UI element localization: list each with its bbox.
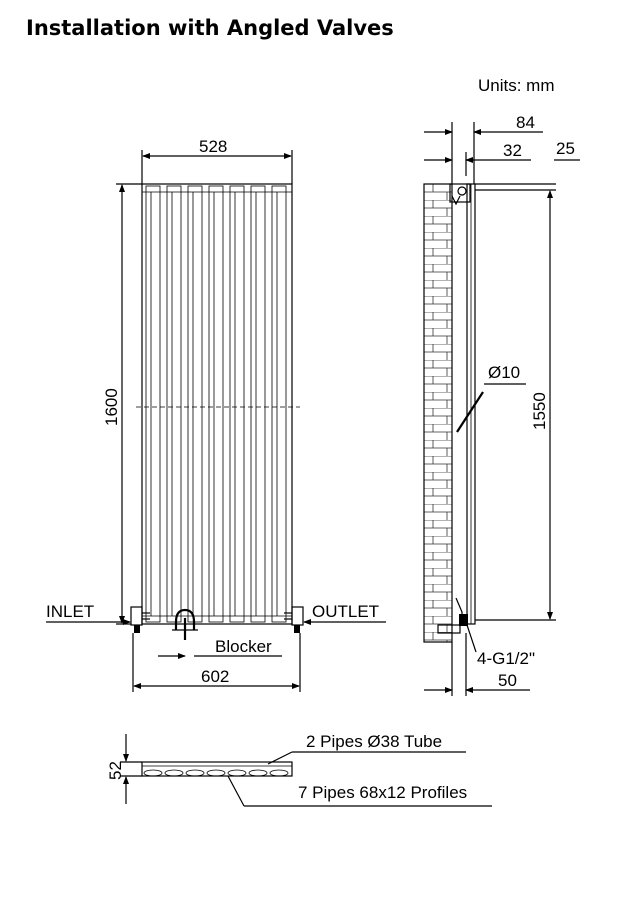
brick-wall <box>423 183 453 643</box>
dim-depth-total: 84 <box>516 113 535 132</box>
outlet-valve <box>284 606 304 633</box>
radiator-front-outline <box>141 183 293 625</box>
profile-label: 7 Pipes 68x12 Profiles <box>298 783 467 802</box>
drawing-title: Installation with Angled Valves <box>26 16 394 40</box>
section-outline <box>141 761 293 777</box>
side-view: 84 32 25 1550 Ø10 4-G1/2" 50 <box>423 113 580 696</box>
dim-width-top: 528 <box>199 137 227 156</box>
connection-label: 4-G1/2" <box>477 649 535 668</box>
rod-label: Ø10 <box>488 363 520 382</box>
units-label: Units: mm <box>478 76 555 95</box>
dim-depth-inner: 32 <box>503 141 522 160</box>
blocker-label: Blocker <box>215 637 272 656</box>
blocker <box>158 608 198 659</box>
dim-section-depth: 52 <box>106 761 125 780</box>
front-profiles <box>145 185 287 623</box>
dim-width-bottom: 602 <box>201 667 229 686</box>
section-view: 52 2 Pipes Ø38 Tube 7 Pipes 68x12 Profil… <box>106 732 492 807</box>
dim-centers: 1550 <box>530 392 549 430</box>
inlet-label: INLET <box>46 602 94 621</box>
bottom-valve-side <box>437 597 468 634</box>
outlet-label: OUTLET <box>312 602 379 621</box>
dim-height: 1600 <box>102 388 121 426</box>
tube-label: 2 Pipes Ø38 Tube <box>306 732 442 751</box>
inlet-valve <box>130 606 150 633</box>
section-profiles <box>143 769 289 777</box>
top-bracket <box>449 183 471 206</box>
dim-bottom-offset: 50 <box>498 671 517 690</box>
dim-bracket-offset: 25 <box>556 139 575 158</box>
front-view: 528 1600 INLET OUTLET Blocker 602 <box>46 137 386 692</box>
rod <box>456 391 484 433</box>
